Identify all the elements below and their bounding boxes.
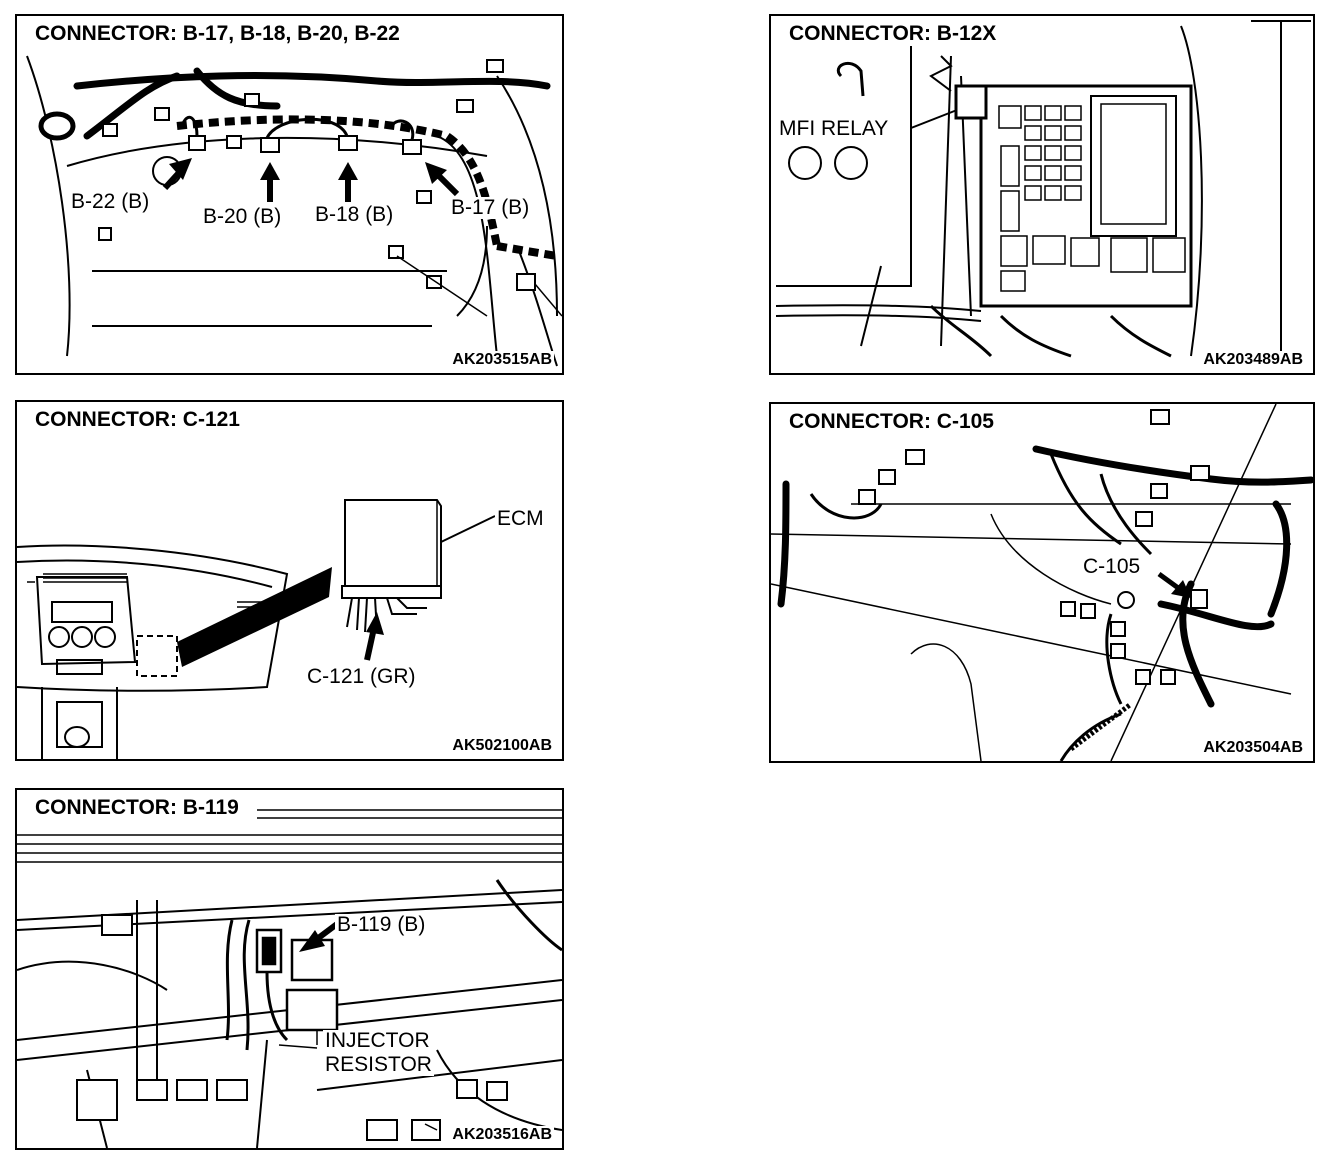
figure-code: AK502100AB [450,737,554,755]
label-b22: B-22 (B) [69,190,152,214]
panel-title: CONNECTOR: B-12X [785,22,1001,46]
injector-resistor-illustration [17,809,562,1148]
label-b18: B-18 (B) [313,203,396,227]
label-b20: B-20 (B) [201,205,284,229]
connector-panel-b17-b18-b20-b22: CONNECTOR: B-17, B-18, B-20, B-22 B-22 (… [15,14,564,375]
label-c121: C-121 (GR) [305,665,418,689]
label-injector: INJECTOR [323,1029,432,1053]
figure-code: AK203515AB [450,351,554,369]
dashboard-ecm-illustration [17,499,496,759]
panel-title: CONNECTOR: B-119 [31,796,243,820]
connector-panel-c121: CONNECTOR: C-121 ECM C-121 (GR) AK502100… [15,400,564,761]
figure-code: AK203489AB [1201,351,1305,369]
harness-c105-illustration [771,404,1313,761]
figure-code: AK203504AB [1201,739,1305,757]
label-ecm: ECM [495,507,546,531]
label-c105: C-105 [1081,555,1143,579]
connector-panel-b119: CONNECTOR: B-119 B-119 (B) INJECTOR RESI… [15,788,564,1150]
label-b17: B-17 (B) [449,196,532,220]
engine-harness-illustration [26,55,562,367]
figure-code: AK203516AB [450,1126,554,1144]
connector-panel-b12x: CONNECTOR: B-12X MFI RELAY AK203489AB [769,14,1315,375]
connector-panel-c105: CONNECTOR: C-105 C-105 AK203504AB [769,402,1315,763]
relay-box-illustration [775,20,1311,358]
label-resistor: RESISTOR [323,1053,434,1077]
panel-title: CONNECTOR: B-17, B-18, B-20, B-22 [31,22,404,46]
panel-title: CONNECTOR: C-105 [785,410,998,434]
label-b119: B-119 (B) [335,913,428,937]
label-mfi-relay: MFI RELAY [777,117,891,141]
panel-title: CONNECTOR: C-121 [31,408,244,432]
